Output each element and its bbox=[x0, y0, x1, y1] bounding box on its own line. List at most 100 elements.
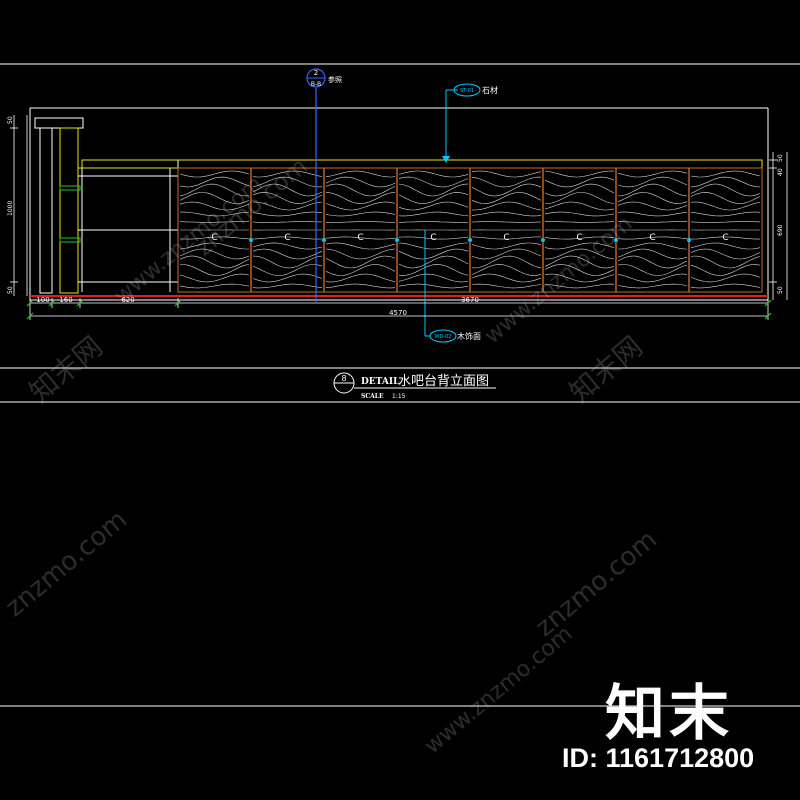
wood-grain-line bbox=[690, 170, 761, 178]
sheet-frame bbox=[0, 63, 800, 707]
scale-value: 1:15 bbox=[392, 393, 406, 400]
scale-label: SCALE bbox=[361, 393, 384, 400]
wood-grain-line bbox=[690, 273, 761, 283]
panel-connector-dot bbox=[541, 238, 545, 242]
dim-right-3: 690 bbox=[777, 224, 784, 236]
wood-grain-line bbox=[690, 283, 761, 289]
section-marker-bottom: B-B bbox=[311, 81, 321, 88]
wood-grain-line bbox=[690, 221, 761, 223]
wood-grain-line bbox=[325, 264, 396, 276]
wood-grain-line bbox=[544, 176, 615, 188]
wood-grain-line bbox=[617, 283, 688, 289]
wood-grain-line bbox=[690, 236, 760, 240]
dim-bottom-4: 3670 bbox=[461, 296, 479, 304]
wood-grain-line bbox=[471, 170, 542, 178]
wood-grain-line bbox=[471, 201, 542, 211]
wood-grain-line bbox=[398, 248, 469, 260]
wood-grain-line bbox=[471, 192, 542, 204]
wood-grain-line bbox=[325, 283, 396, 289]
callout-stone-text: 石材 bbox=[482, 85, 498, 95]
wood-grain-line bbox=[617, 211, 688, 217]
wood-grain-line bbox=[252, 248, 323, 260]
wood-grain-line bbox=[252, 283, 323, 289]
panel-mark: C bbox=[722, 233, 728, 243]
wood-grain-line bbox=[544, 183, 615, 197]
wood-grain-line bbox=[544, 211, 615, 217]
wood-grain-line bbox=[325, 176, 396, 188]
wood-grain-line bbox=[471, 221, 542, 223]
elevation-outline bbox=[29, 107, 769, 300]
wood-grain-line bbox=[252, 201, 323, 211]
wood-grain-line bbox=[325, 273, 396, 283]
wood-grain-line bbox=[398, 176, 469, 188]
section-marker-top: 2 bbox=[314, 69, 318, 77]
wood-grain-line bbox=[544, 170, 615, 178]
wood-grain-line bbox=[471, 273, 542, 283]
callout-wood: WD-02 木饰面 bbox=[424, 230, 481, 343]
dimension-bottom-ticks bbox=[26, 299, 772, 320]
wood-grain-line bbox=[471, 176, 542, 188]
wood-grain-line bbox=[617, 176, 688, 188]
dim-left-2: 1000 bbox=[7, 201, 14, 216]
panel-connector-dot bbox=[614, 238, 618, 242]
wood-grain-line bbox=[617, 242, 688, 250]
dim-overall: 4570 bbox=[389, 309, 407, 317]
wood-grain-line bbox=[690, 201, 761, 211]
wood-grain-line bbox=[398, 283, 469, 289]
wood-grain-line bbox=[471, 248, 542, 260]
wood-grain-line bbox=[179, 183, 250, 197]
dimension-bottom bbox=[29, 298, 769, 320]
wood-grain-line bbox=[179, 192, 250, 204]
wood-grain-line bbox=[398, 242, 468, 250]
wood-grain-line bbox=[325, 255, 396, 269]
wood-grain-line bbox=[544, 283, 615, 289]
wood-grain-line bbox=[325, 248, 396, 260]
wood-grain-line bbox=[545, 192, 615, 204]
wood-grain-line bbox=[179, 255, 250, 269]
wood-grain-line bbox=[617, 170, 688, 178]
wood-grain-line bbox=[325, 170, 396, 178]
wood-grain-line bbox=[398, 211, 469, 217]
panel-connector-dot bbox=[687, 238, 691, 242]
wood-grain-line bbox=[544, 255, 615, 269]
wood-grain-line bbox=[471, 242, 542, 250]
wood-grain-line bbox=[690, 192, 761, 204]
wood-grain-line bbox=[252, 176, 323, 188]
wood-grain-line bbox=[544, 273, 615, 283]
wood-grain-line bbox=[690, 255, 761, 269]
wood-grain-line bbox=[180, 264, 250, 276]
callout-stone-tag: ST-01 bbox=[460, 88, 474, 94]
wood-grain-line bbox=[179, 283, 250, 289]
wood-grain-line bbox=[179, 273, 250, 283]
panel-mark: C bbox=[357, 233, 363, 243]
wood-grain-line bbox=[252, 242, 323, 250]
wood-grain-line bbox=[325, 221, 395, 223]
wood-grain-line bbox=[690, 176, 761, 188]
wood-grain-line bbox=[252, 183, 323, 197]
panel-mark: C bbox=[576, 233, 582, 243]
cabinet-left bbox=[34, 117, 763, 294]
wood-grain-line bbox=[252, 211, 323, 217]
wood-grain-line bbox=[398, 264, 469, 276]
wood-grain-line bbox=[617, 192, 688, 204]
wood-grain-line bbox=[690, 248, 761, 260]
wood-grain-line bbox=[471, 283, 542, 289]
wood-grain-line bbox=[690, 211, 761, 217]
wood-grain-line bbox=[617, 183, 688, 197]
dimension-right bbox=[769, 152, 788, 300]
wood-grain-line bbox=[180, 211, 250, 217]
panel-connector-dot bbox=[395, 238, 399, 242]
wood-grain-line bbox=[252, 255, 323, 269]
wood-grain-line bbox=[617, 236, 688, 240]
brand-logo: 知末 bbox=[605, 679, 733, 749]
wood-grain-line bbox=[325, 192, 396, 204]
panel-connector-dot bbox=[468, 238, 472, 242]
dim-bottom-1: 100 bbox=[36, 296, 49, 304]
wood-grain-line bbox=[325, 236, 396, 240]
wood-grain-line bbox=[617, 273, 688, 283]
wood-grain-line bbox=[399, 221, 469, 223]
panel-connector-dot bbox=[322, 238, 326, 242]
wood-grain-line bbox=[252, 221, 323, 223]
wood-grain-line bbox=[617, 248, 688, 260]
